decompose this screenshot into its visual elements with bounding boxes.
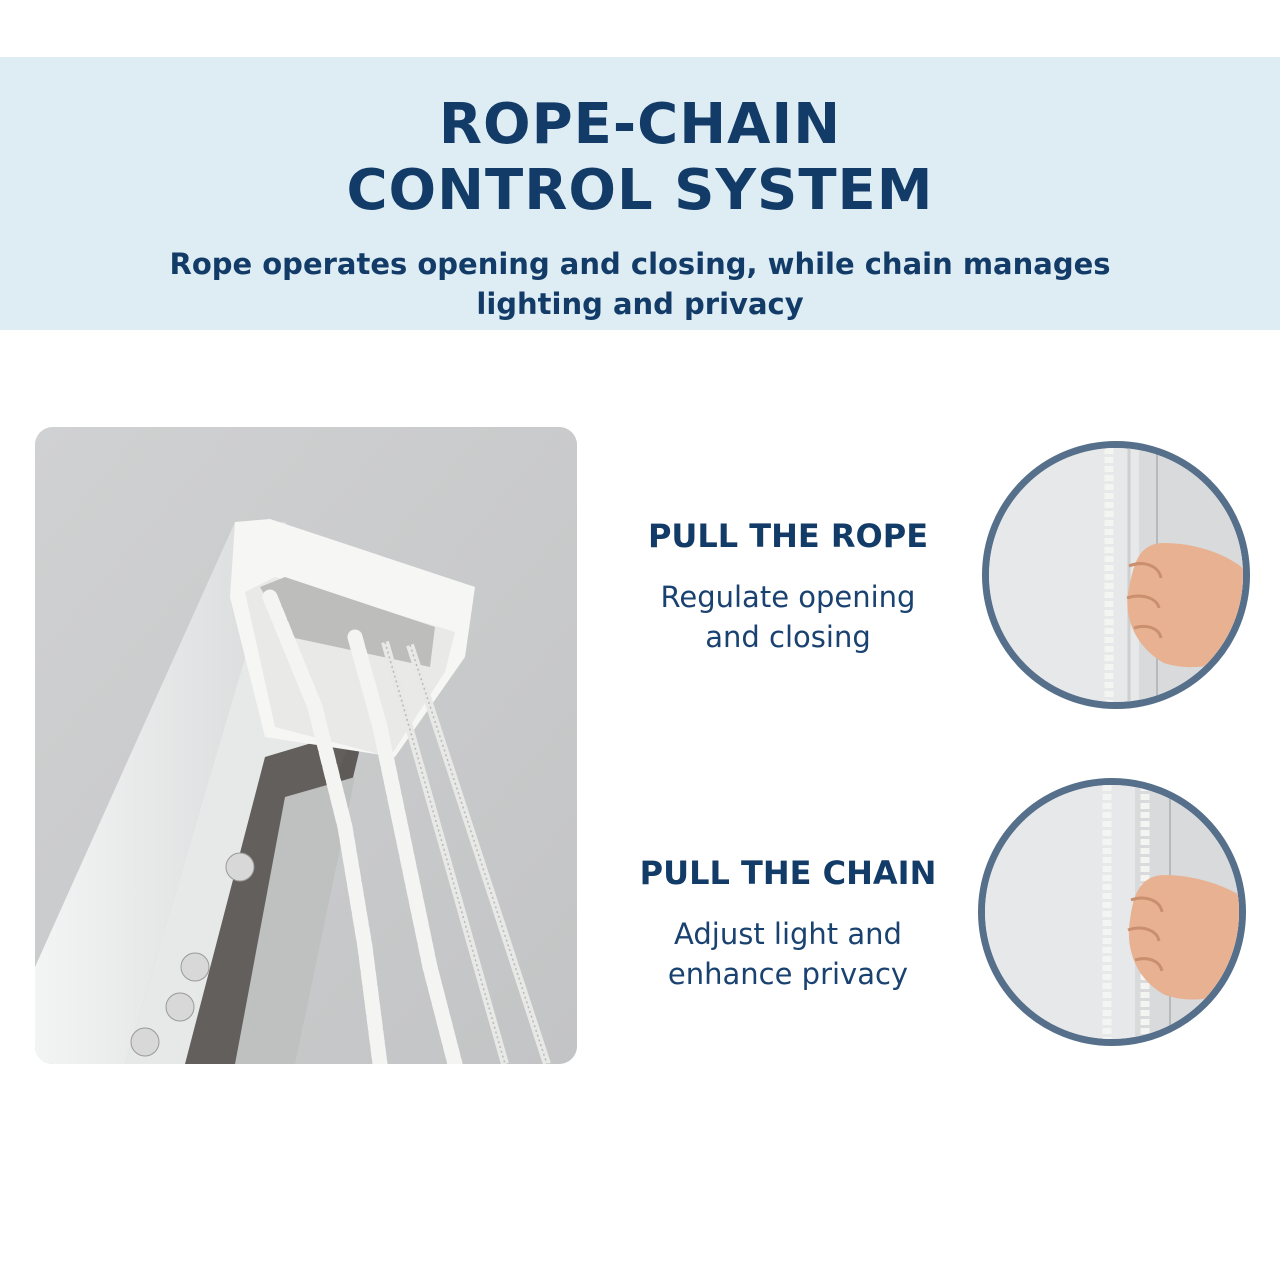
feature-chain-text-line-1: Adjust light and: [674, 917, 902, 951]
headrail-photo: [35, 427, 577, 1064]
feature-rope-text-line-2: and closing: [705, 620, 871, 654]
header-banner: [0, 57, 1280, 330]
feature-rope-heading: PULL THE ROPE: [647, 517, 929, 555]
feature-rope-text: Regulate opening and closing: [588, 577, 988, 657]
feature-chain-text-line-2: enhance privacy: [667, 957, 909, 991]
hand-chain-photo: [978, 778, 1246, 1046]
page-subtitle: Rope operates opening and closing, while…: [169, 247, 1111, 321]
feature-chain-text: Adjust light and enhance privacy: [588, 914, 988, 994]
title-line-1: ROPE-CHAIN: [438, 92, 842, 157]
feature-chain-heading: PULL THE CHAIN: [639, 854, 937, 892]
title-line-2: CONTROL SYSTEM: [346, 158, 934, 223]
page-title: ROPE-CHAIN CONTROL SYSTEM: [0, 92, 1280, 224]
feature-rope-text-line-1: Regulate opening: [660, 580, 916, 614]
hand-rope-photo: [982, 441, 1250, 709]
